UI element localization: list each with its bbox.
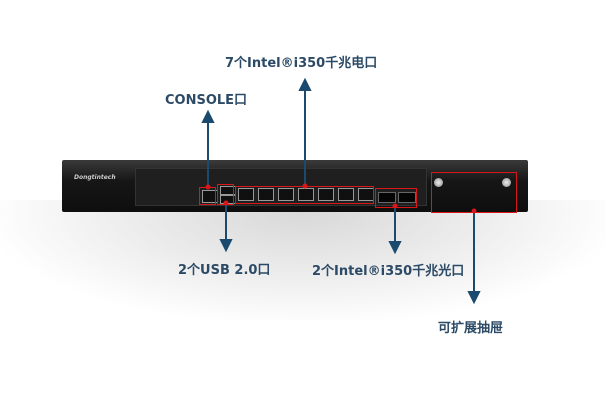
arrowhead-down-icon bbox=[467, 291, 481, 305]
rj45-port bbox=[318, 188, 334, 201]
screw-icon bbox=[502, 178, 511, 187]
rj45-port bbox=[258, 188, 274, 201]
arrowhead-down-icon bbox=[219, 239, 233, 253]
arrowhead-up-icon bbox=[298, 77, 312, 91]
screw-icon bbox=[434, 178, 443, 187]
label-rj45-ports: 7个Intel®i350千兆电口 bbox=[225, 56, 378, 71]
rj45-port bbox=[278, 188, 294, 201]
rj45-port bbox=[298, 188, 314, 201]
arrowhead-down-icon bbox=[388, 241, 402, 255]
label-drawer: 可扩展抽屉 bbox=[438, 321, 504, 336]
label-console-port: CONSOLE口 bbox=[165, 93, 248, 108]
rj45-port bbox=[238, 188, 254, 201]
label-sfp-ports: 2个Intel®i350千兆光口 bbox=[312, 264, 465, 279]
arrowhead-up-icon bbox=[201, 109, 215, 123]
brand-logo: Dongtintech bbox=[74, 174, 116, 181]
sfp-port bbox=[398, 192, 416, 203]
rj45-port bbox=[338, 188, 354, 201]
sfp-port bbox=[378, 192, 396, 203]
floor-shadow bbox=[0, 200, 606, 320]
label-usb-ports: 2个USB 2.0口 bbox=[178, 263, 271, 278]
